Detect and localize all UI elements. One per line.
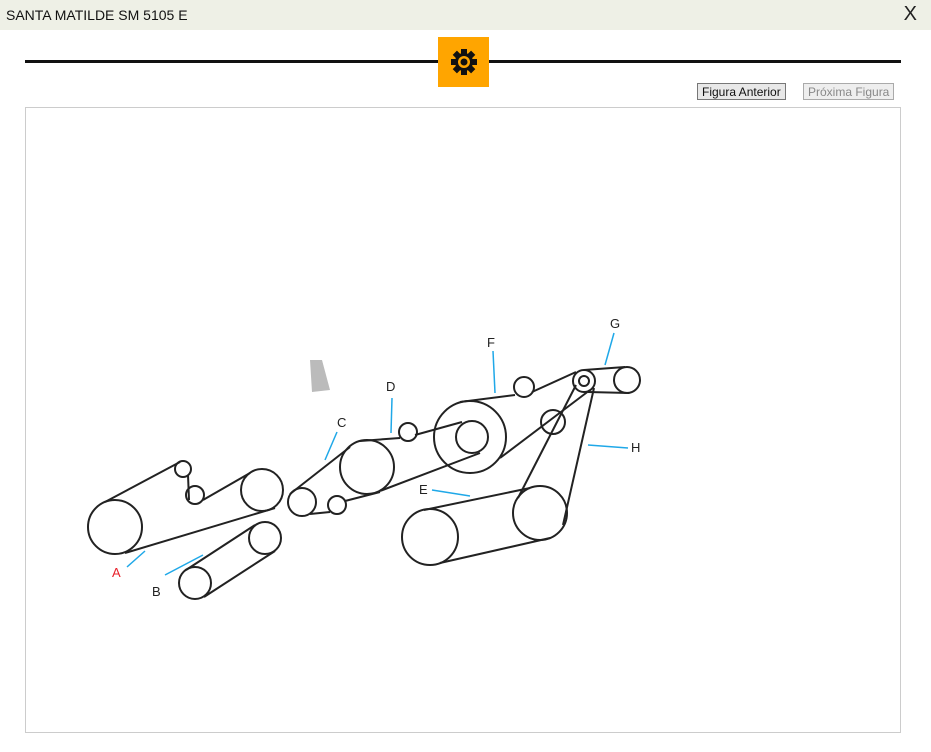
label-b[interactable]: B (152, 584, 161, 599)
label-f[interactable]: F (487, 335, 495, 350)
label-g[interactable]: G (610, 316, 620, 331)
label-e[interactable]: E (419, 482, 428, 497)
next-figure-button[interactable]: Próxima Figura (803, 83, 895, 100)
title-bar: SANTA MATILDE SM 5105 E X (0, 0, 931, 30)
combine-silhouette (60, 223, 866, 625)
label-a[interactable]: A (112, 565, 121, 580)
belts (87, 366, 641, 600)
window-title: SANTA MATILDE SM 5105 E (6, 7, 188, 23)
label-c[interactable]: C (337, 415, 346, 430)
settings-button[interactable] (438, 37, 489, 87)
figure-panel (25, 107, 901, 733)
label-d[interactable]: D (386, 379, 395, 394)
previous-figure-button[interactable]: Figura Anterior (697, 83, 786, 100)
label-h[interactable]: H (631, 440, 640, 455)
callout-arrows (126, 332, 629, 576)
part-labels: A B C D E F G H (112, 316, 640, 599)
gear-icon (450, 49, 477, 75)
close-button[interactable]: X (903, 3, 917, 25)
